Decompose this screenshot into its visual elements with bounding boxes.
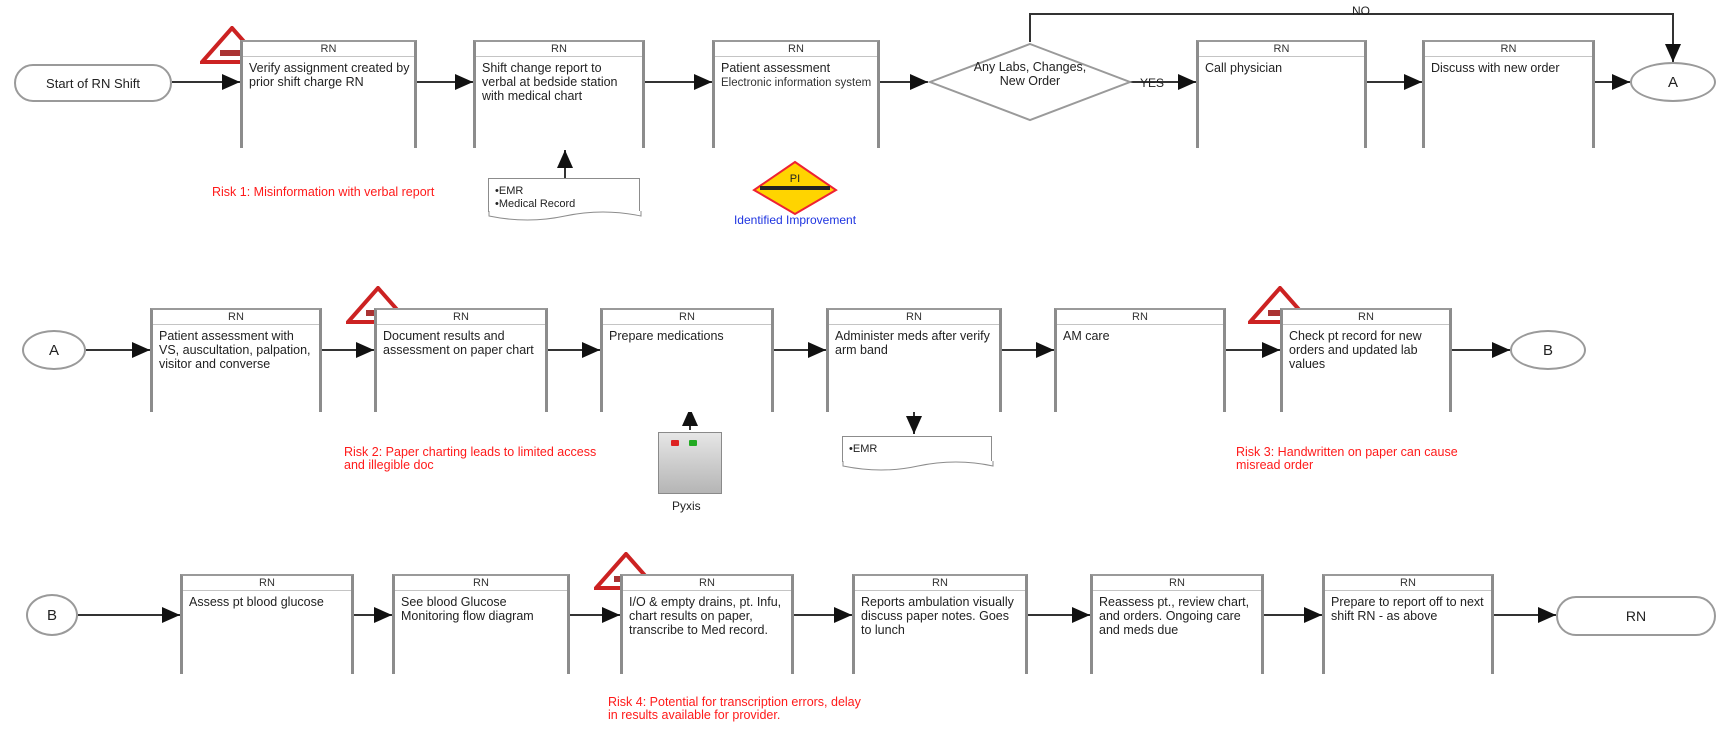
decision-any-labs: Any Labs, Changes, New Order: [962, 60, 1098, 88]
start-terminal: Start of RN Shift: [14, 64, 172, 102]
connector-a-in: A: [22, 330, 86, 370]
decision-diamond: [927, 42, 1133, 122]
process-reassess-pt: RN Reassess pt., review chart, and order…: [1090, 574, 1264, 674]
step-text: Assess pt blood glucose: [189, 595, 324, 609]
pi-badge-text: PI: [790, 173, 800, 185]
step-text: AM care: [1063, 329, 1110, 343]
pyxis-green-light: [689, 440, 697, 446]
doc-item: Medical Record: [495, 198, 635, 211]
connector-label: A: [1667, 73, 1678, 91]
step-text: Administer meds after verify arm band: [835, 329, 990, 357]
process-prepare-report-off: RN Prepare to report off to next shift R…: [1322, 574, 1494, 674]
doc-item: EMR: [495, 185, 635, 198]
step-text: Call physician: [1205, 61, 1283, 75]
step-text: Reassess pt., review chart, and orders. …: [1099, 595, 1250, 637]
process-discuss-new-order: RN Discuss with new order: [1422, 40, 1595, 148]
step-text: Prepare to report off to next shift RN -…: [1331, 595, 1484, 623]
connector-label: B: [1542, 341, 1553, 359]
process-shift-change-report: RN Shift change report to verbal at beds…: [473, 40, 645, 148]
risk-3-note: Risk 3: Handwritten on paper can cause m…: [1236, 445, 1458, 472]
connector-label: B: [46, 606, 57, 624]
process-patient-assessment-vs: RN Patient assessment with VS, auscultat…: [150, 308, 322, 412]
step-text: Reports ambulation visually discuss pape…: [861, 595, 1014, 637]
identified-improvement-label: Identified Improvement: [733, 213, 857, 227]
role-label: RN: [1199, 42, 1364, 57]
connector-label: A: [48, 341, 59, 359]
role-label: RN: [183, 576, 351, 591]
risk-1-note: Risk 1: Misinformation with verbal repor…: [212, 185, 435, 199]
document-emr-medical-record: EMR Medical Record: [488, 178, 642, 221]
step-text: Verify assignment created by prior shift…: [249, 61, 410, 89]
role-label: RN: [603, 310, 771, 325]
yes-label: YES: [1140, 76, 1165, 90]
start-terminal-label: Start of RN Shift: [46, 75, 140, 91]
end-terminal-label: RN: [1625, 608, 1647, 624]
pyxis-cabinet-icon: [658, 432, 722, 494]
process-am-care: RN AM care: [1054, 308, 1226, 412]
doc-item: EMR: [849, 443, 987, 456]
role-label: RN: [829, 310, 999, 325]
step-text: See blood Glucose Monitoring flow diagra…: [401, 595, 534, 623]
pyxis-label: Pyxis: [672, 499, 701, 513]
connector-b-in: B: [26, 594, 78, 636]
decision-text: Any Labs, Changes, New Order: [973, 60, 1087, 88]
process-reports-ambulation: RN Reports ambulation visually discuss p…: [852, 574, 1028, 674]
process-verify-assignment: RN Verify assignment created by prior sh…: [240, 40, 417, 148]
step-text: Prepare medications: [609, 329, 724, 343]
process-call-physician: RN Call physician: [1196, 40, 1367, 148]
role-label: RN: [153, 310, 319, 325]
role-label: RN: [715, 42, 877, 57]
role-label: RN: [623, 576, 791, 591]
step-text: Patient assessment: [721, 61, 831, 75]
process-check-pt-record: RN Check pt record for new orders and up…: [1280, 308, 1452, 412]
step-text: I/O & empty drains, pt. Infu, chart resu…: [629, 595, 782, 637]
role-label: RN: [1093, 576, 1261, 591]
role-label: RN: [377, 310, 545, 325]
no-label: NO: [1352, 4, 1370, 18]
role-label: RN: [1325, 576, 1491, 591]
role-label: RN: [243, 42, 414, 57]
document-emr: EMR: [842, 436, 994, 471]
process-document-results: RN Document results and assessment on pa…: [374, 308, 548, 412]
role-label: RN: [1057, 310, 1223, 325]
process-see-glucose-flow: RN See blood Glucose Monitoring flow dia…: [392, 574, 570, 674]
process-io-empty-drains: RN I/O & empty drains, pt. Infu, chart r…: [620, 574, 794, 674]
process-administer-meds: RN Administer meds after verify arm band: [826, 308, 1002, 412]
process-patient-assessment: RN Patient assessment Electronic informa…: [712, 40, 880, 148]
step-text: Discuss with new order: [1431, 61, 1560, 75]
role-label: RN: [855, 576, 1025, 591]
pi-diamond-icon: PI: [752, 160, 838, 221]
step-text: Check pt record for new orders and updat…: [1289, 329, 1422, 371]
step-text: Document results and assessment on paper…: [383, 329, 534, 357]
role-label: RN: [476, 42, 642, 57]
role-label: RN: [1283, 310, 1449, 325]
step-subtext: Electronic information system: [721, 77, 872, 89]
risk-2-note: Risk 2: Paper charting leads to limited …: [344, 445, 597, 472]
risk-4-note: Risk 4: Potential for transcription erro…: [608, 695, 861, 722]
process-prepare-medications: RN Prepare medications: [600, 308, 774, 412]
role-label: RN: [1425, 42, 1592, 57]
connector-b-out: B: [1510, 330, 1586, 370]
step-text: Patient assessment with VS, auscultation…: [159, 329, 311, 371]
pyxis-red-light: [671, 440, 679, 446]
step-text: Shift change report to verbal at bedside…: [482, 61, 618, 103]
role-label: RN: [395, 576, 567, 591]
arrow-decision-no: [1029, 13, 1681, 62]
connector-a-out: A: [1630, 62, 1716, 102]
end-terminal: RN: [1556, 596, 1716, 636]
process-assess-blood-glucose: RN Assess pt blood glucose: [180, 574, 354, 674]
